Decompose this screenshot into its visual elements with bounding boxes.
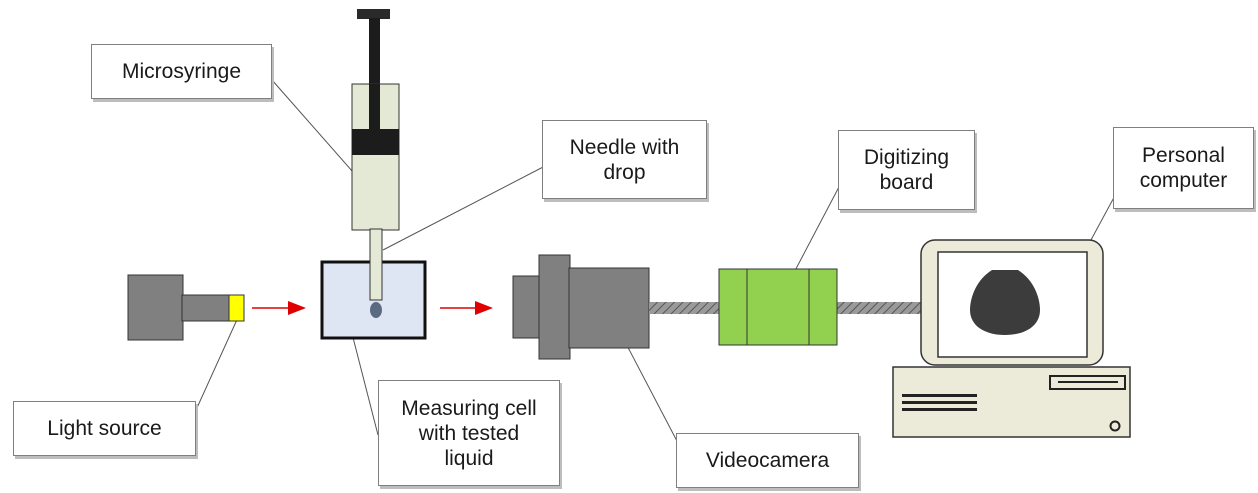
personal-computer [892,239,1131,438]
lamp-tube [181,294,231,322]
camera-body [568,267,650,349]
pendant-drop [370,302,382,318]
label-personal-computer: Personal computer [1113,127,1254,209]
plunger-handle [357,9,390,19]
lamp-housing [127,274,184,341]
label-needle-with-drop: Needle with drop [542,120,707,199]
vent-3 [902,408,977,411]
red-arrow-1 [252,301,306,315]
leader-light-source [195,312,241,411]
disk-drive [1049,375,1126,390]
needle [369,228,383,301]
cable-camera-board [649,302,720,314]
label-light-source: Light source [13,401,196,456]
plunger-seal [352,129,399,155]
plunger-rod-inside [369,84,380,130]
label-digitizing-board: Digitizing board [838,130,975,210]
power-button [1109,420,1121,432]
videocamera [512,254,650,360]
camera-ring [538,254,571,360]
leader-needle [382,164,548,251]
lamp-bulb [228,294,245,322]
label-measuring-cell: Measuring cell with tested liquid [378,380,560,486]
light-source [127,274,245,341]
red-arrow-2 [440,301,493,315]
camera-lens [512,275,542,339]
vent-1 [902,394,977,397]
plunger-rod [369,18,380,130]
drop-image-icon [970,270,1040,335]
microsyringe [351,9,400,318]
cable-board-computer [837,302,922,314]
digitizing-board [718,268,838,346]
vent-2 [902,401,977,404]
label-microsyringe: Microsyringe [91,44,272,99]
label-videocamera: Videocamera [676,433,859,488]
